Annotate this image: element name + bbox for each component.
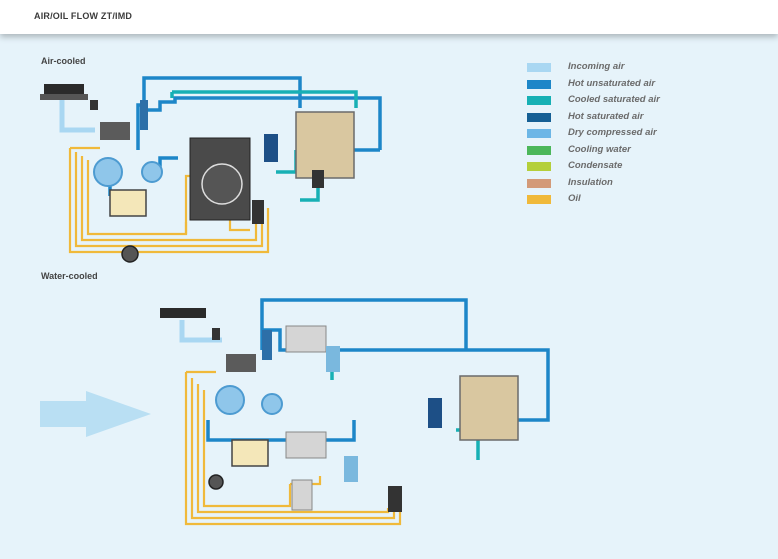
high-pressure-element [141, 161, 163, 183]
section-label-air-cooled: Air-cooled [41, 56, 86, 66]
intercooler-water [262, 330, 272, 360]
legend-swatch [527, 195, 551, 204]
low-pressure-element [93, 157, 123, 187]
drain-valve [312, 170, 324, 188]
intake-filter-water [160, 308, 206, 318]
legend-label: Incoming air [568, 61, 625, 72]
water-separator-1 [326, 346, 340, 372]
inlet-valve [100, 122, 130, 140]
legend-label: Dry compressed air [568, 127, 657, 138]
flow-arrow [40, 391, 151, 437]
oil-circuit [68, 146, 270, 254]
legend-swatch [527, 96, 551, 105]
low-pressure-element-water [215, 385, 245, 415]
aftercooler-unit [285, 431, 327, 459]
oil-pump-water [208, 474, 224, 490]
legend-swatch [527, 129, 551, 138]
water-cooled-system [160, 298, 550, 526]
cooling-fan [201, 163, 243, 205]
inlet-valve-water [226, 354, 256, 372]
legend-label: Cooling water [568, 143, 631, 155]
intercooler-unit [285, 325, 327, 353]
air-cooled-system [40, 76, 382, 263]
dryer-vessel [295, 111, 355, 179]
water-separator-2 [344, 456, 358, 482]
header-bar: AIR/OIL FLOW ZT/IMD [0, 0, 778, 34]
incoming-air-pipe [59, 100, 95, 133]
legend-swatch [527, 79, 551, 89]
legend-swatch [527, 145, 551, 155]
intake-filter [44, 84, 84, 94]
incoming-air-pipe-water [179, 320, 222, 343]
section-label-water-cooled: Water-cooled [41, 271, 98, 281]
pressure-gauge [90, 100, 98, 110]
oil-sump [109, 189, 147, 217]
legend-label: Hot unsaturated air [568, 77, 656, 89]
dryer-valve-water [428, 398, 442, 428]
oil-pump [121, 245, 139, 263]
high-pressure-element-water [261, 393, 283, 415]
dryer-valve [264, 134, 278, 162]
legend-label: Hot saturated air [568, 110, 644, 122]
hot-air-circuit-water [206, 298, 550, 442]
legend-swatch [527, 178, 551, 188]
thermostatic-valve [388, 486, 402, 512]
legend-label: Condensate [568, 160, 623, 171]
intake-filter-base [40, 94, 88, 100]
legend-label: Oil [568, 193, 581, 204]
pressure-gauge-water [212, 328, 220, 340]
dryer-vessel-water [459, 375, 519, 441]
legend-label: Insulation [568, 176, 613, 188]
water-separator [252, 200, 264, 224]
oil-sump-water [231, 439, 269, 467]
legend-swatch [527, 162, 551, 171]
intercooler-pipe [140, 100, 148, 130]
legend-label: Cooled saturated air [568, 94, 660, 105]
oil-cooler-unit [291, 479, 313, 511]
page-title: AIR/OIL FLOW ZT/IMD [34, 11, 133, 21]
legend-swatch [527, 63, 551, 72]
legend-swatch [527, 112, 551, 122]
